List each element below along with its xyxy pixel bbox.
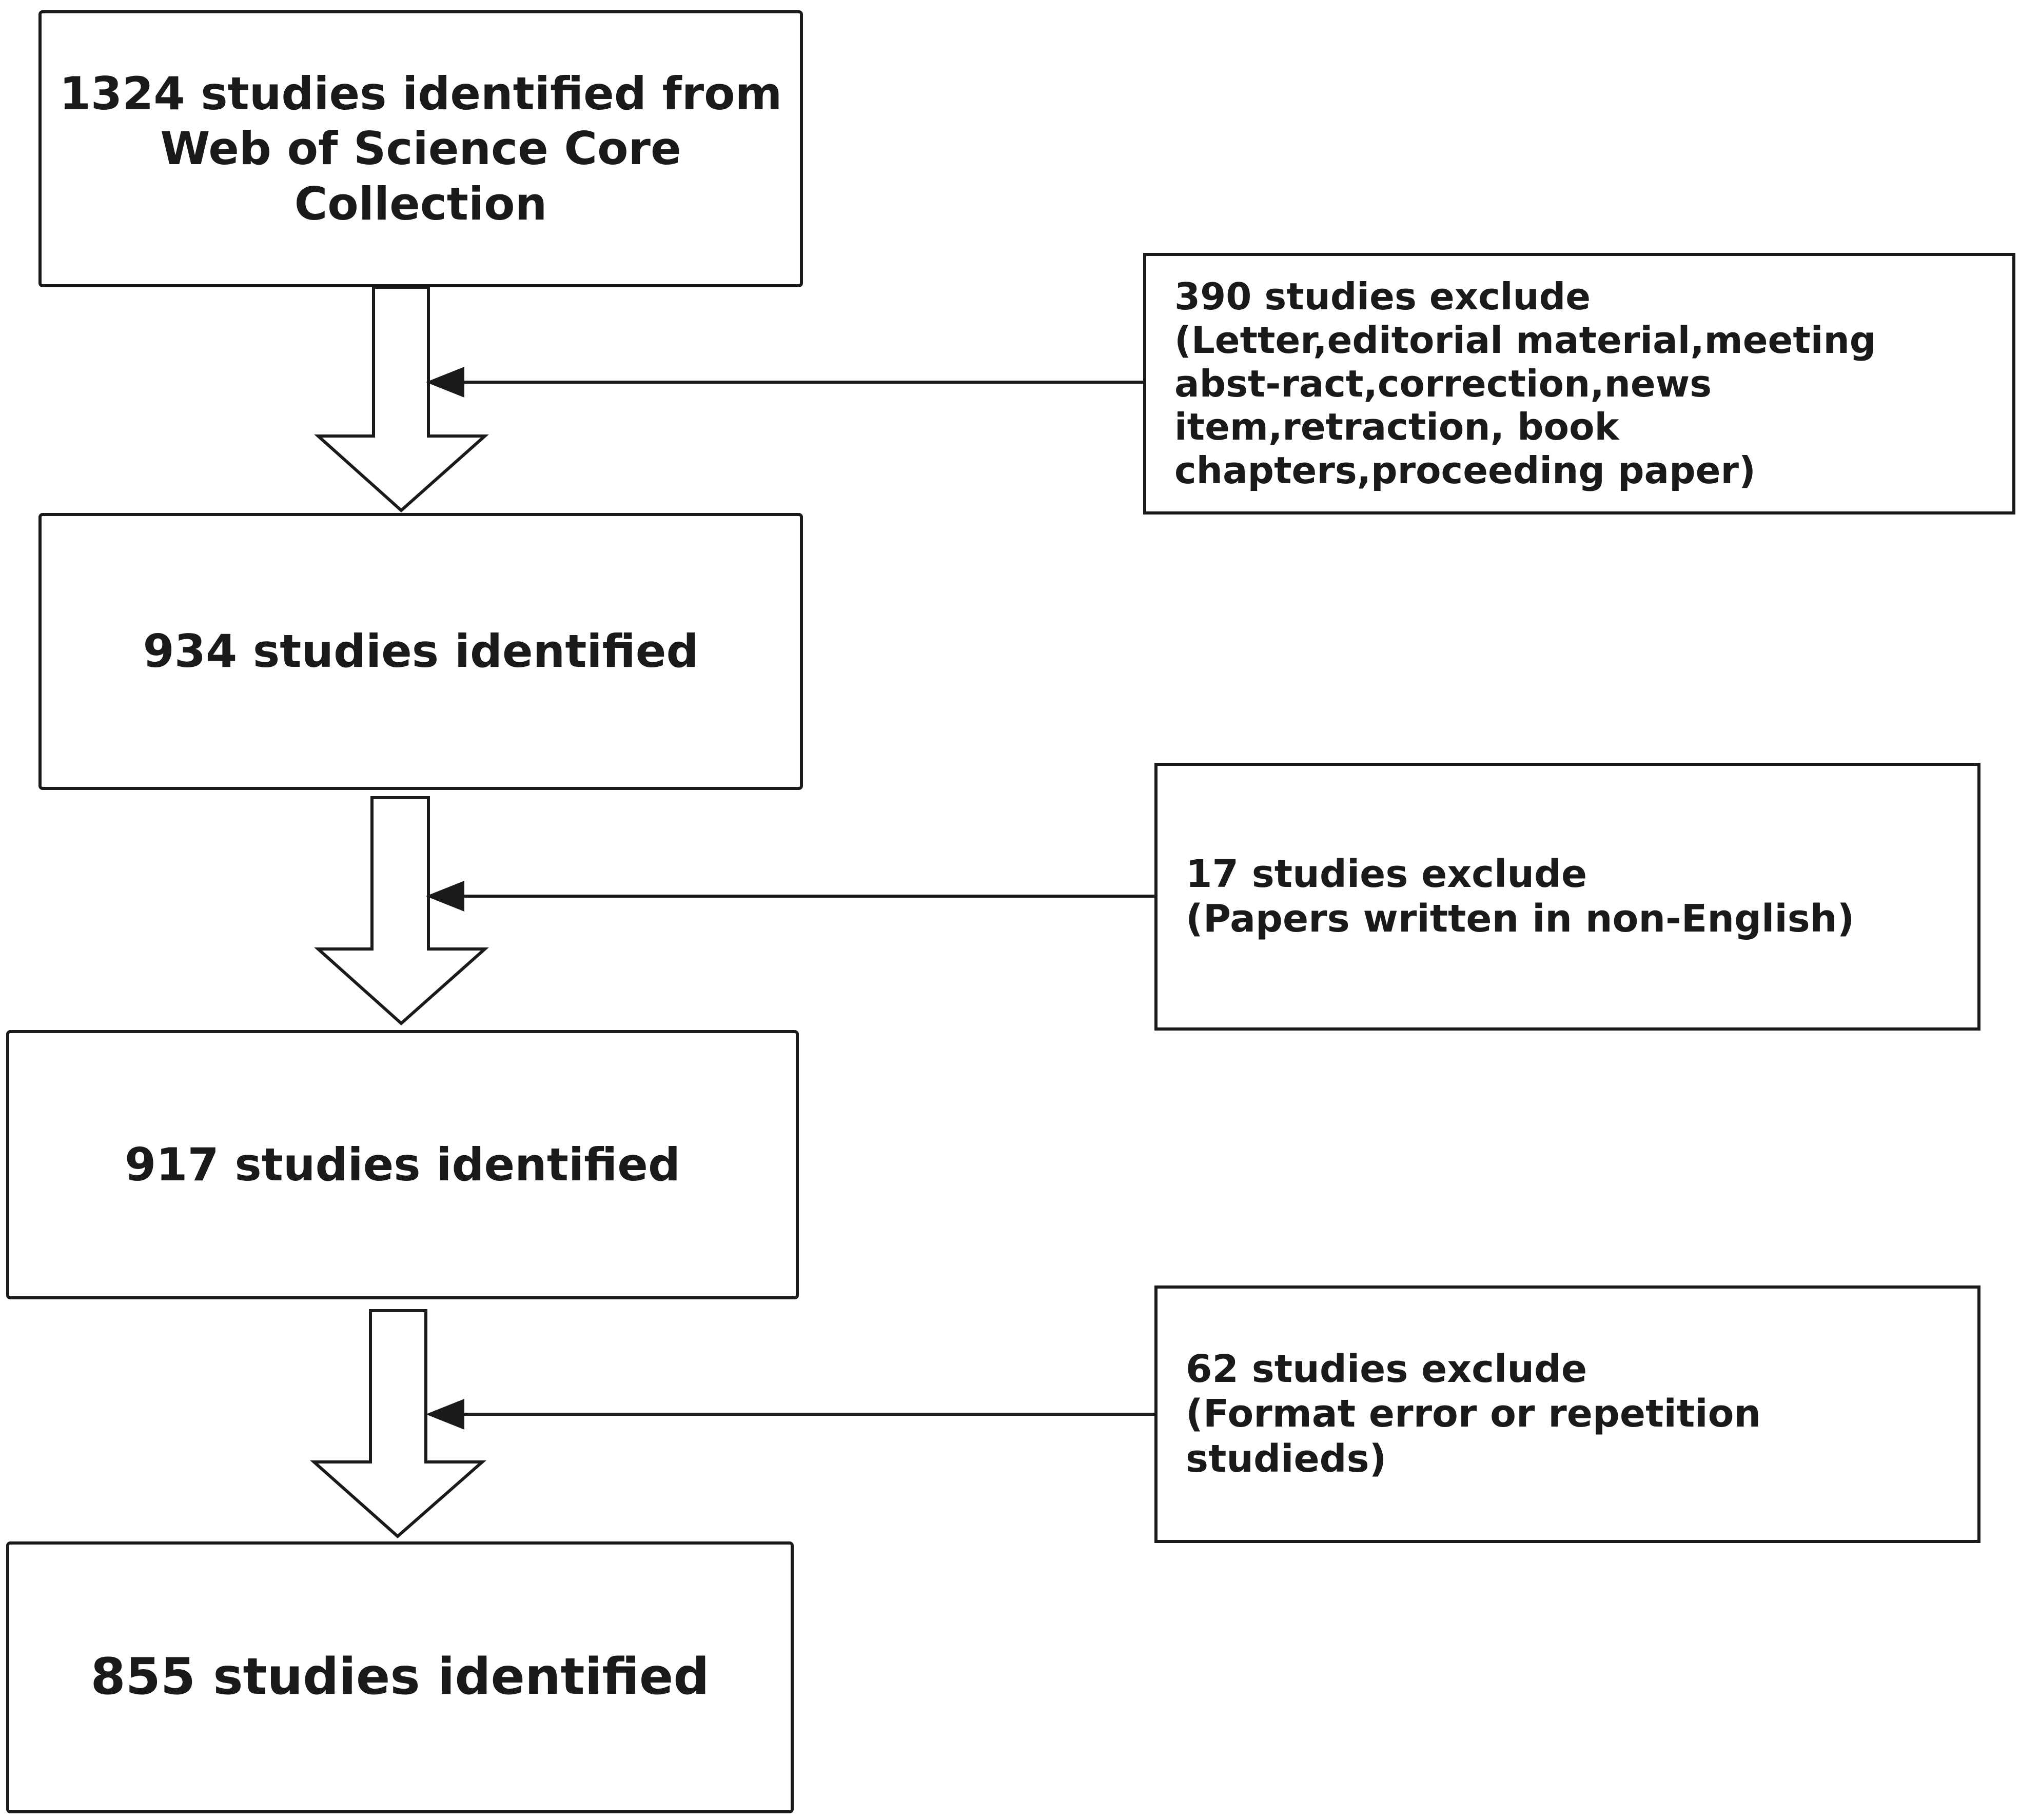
down-arrow-1 [314,286,489,513]
exclusion-box-language: 17 studies exclude (Papers written in no… [1154,763,1980,1031]
stage-text: 934 studies identified [143,625,699,678]
stage-text: 855 studies identified [90,1648,710,1707]
exclusion-reason: (Format error or repetition studieds) [1186,1392,1761,1481]
stage-text: 917 studies identified [125,1138,680,1191]
stage-box-final: 855 studies identified [6,1541,794,1813]
exclusion-count: 17 studies exclude [1186,852,1587,896]
pointer-head-3 [426,1399,464,1430]
down-arrow-3 [310,1309,486,1539]
pointer-head-1 [426,367,464,398]
exclusion-reason: (Papers written in non-English) [1186,897,1855,941]
pointer-head-2 [426,881,464,912]
exclusion-box-format-duplicate: 62 studies exclude (Format error or repe… [1154,1285,1980,1543]
down-arrow-2 [314,796,489,1026]
stage-box-initial: 1324 studies identified from Web of Scie… [38,10,803,287]
exclusion-count: 390 studies exclude [1174,274,1591,318]
stage-text: 1324 studies identified from Web of Scie… [59,67,782,230]
exclusion-count: 62 studies exclude [1186,1347,1587,1392]
stage-box-after-type-filter: 934 studies identified [38,513,803,790]
stage-box-after-language-filter: 917 studies identified [6,1030,799,1299]
exclusion-reason: (Letter,editorial material,meeting abst-… [1174,318,1876,492]
exclusion-box-document-type: 390 studies exclude (Letter,editorial ma… [1143,253,2015,515]
